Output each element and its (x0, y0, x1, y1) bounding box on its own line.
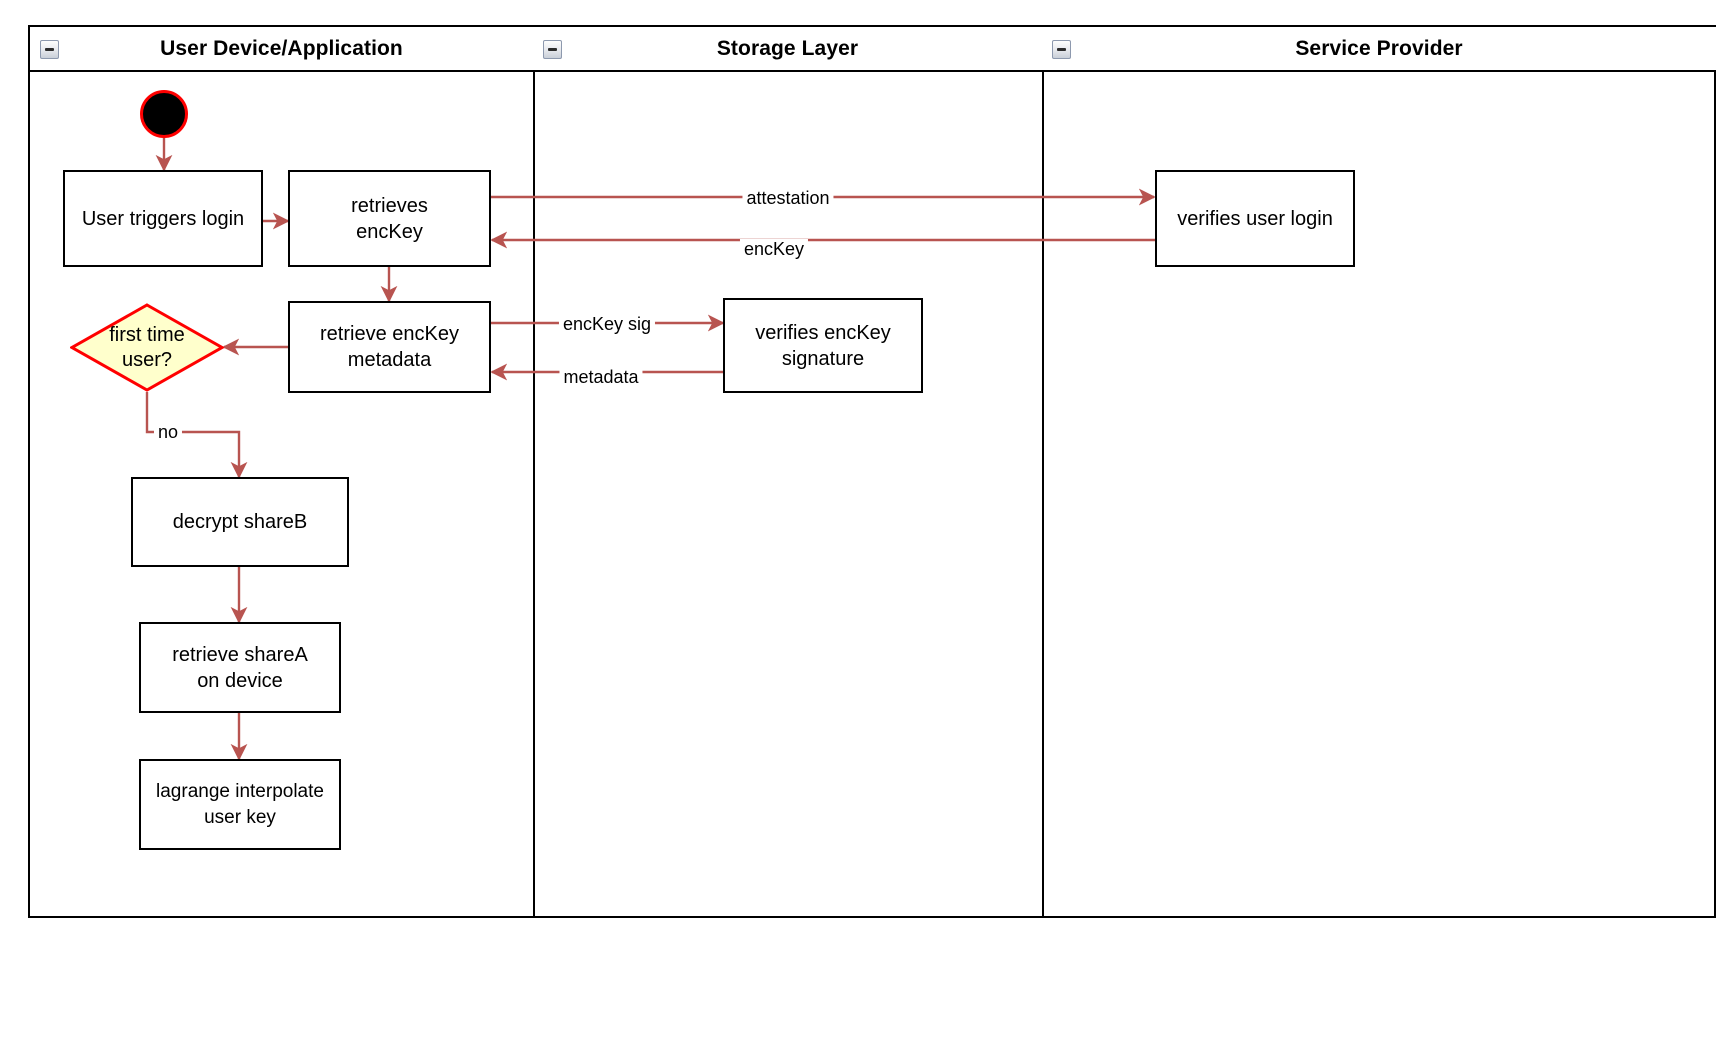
lane-header-storage[interactable]: Storage Layer (533, 27, 1042, 72)
activity-retrieve-sharea-on-device[interactable]: retrieve shareA on device (139, 622, 341, 713)
activity-decrypt-shareb[interactable]: decrypt shareB (131, 477, 349, 567)
minus-glyph (45, 48, 54, 51)
activity-lagrange-interpolate-user-key[interactable]: lagrange interpolate user key (139, 759, 341, 850)
activity-retrieve-enckey-metadata[interactable]: retrieve encKey metadata (288, 301, 491, 393)
lane-title-storage: Storage Layer (716, 36, 859, 60)
edge-label-metadata: metadata (559, 367, 643, 387)
activity-retrieves-enckey[interactable]: retrieves encKey (288, 170, 491, 267)
lane-divider-1 (533, 27, 535, 916)
edge-label-attestation: attestation (742, 188, 834, 208)
minus-glyph (1057, 48, 1066, 51)
minus-glyph (548, 48, 557, 51)
lane-divider-2 (1042, 27, 1044, 916)
collapse-minus-icon[interactable] (40, 40, 59, 59)
lane-header-user-device[interactable]: User Device/Application (30, 27, 533, 72)
activity-verifies-user-login[interactable]: verifies user login (1155, 170, 1355, 267)
edge-label-enckey: encKey (739, 239, 809, 259)
collapse-minus-icon[interactable] (543, 40, 562, 59)
lane-title-service-provider: Service Provider (1295, 36, 1463, 60)
decision-diamond-shape (70, 303, 224, 392)
collapse-minus-icon[interactable] (1052, 40, 1071, 59)
activity-verifies-enckey-signature[interactable]: verifies encKey signature (723, 298, 923, 393)
edge-label-enckey-sig: encKey sig (558, 314, 656, 334)
edge-label-no: no (153, 422, 183, 442)
lane-title-user-device: User Device/Application (160, 36, 403, 60)
activity-user-triggers-login[interactable]: User triggers login (63, 170, 263, 267)
lane-header-service-provider[interactable]: Service Provider (1042, 27, 1716, 72)
decision-first-time-user[interactable]: first time user? (70, 303, 224, 392)
initial-node[interactable] (140, 90, 188, 138)
